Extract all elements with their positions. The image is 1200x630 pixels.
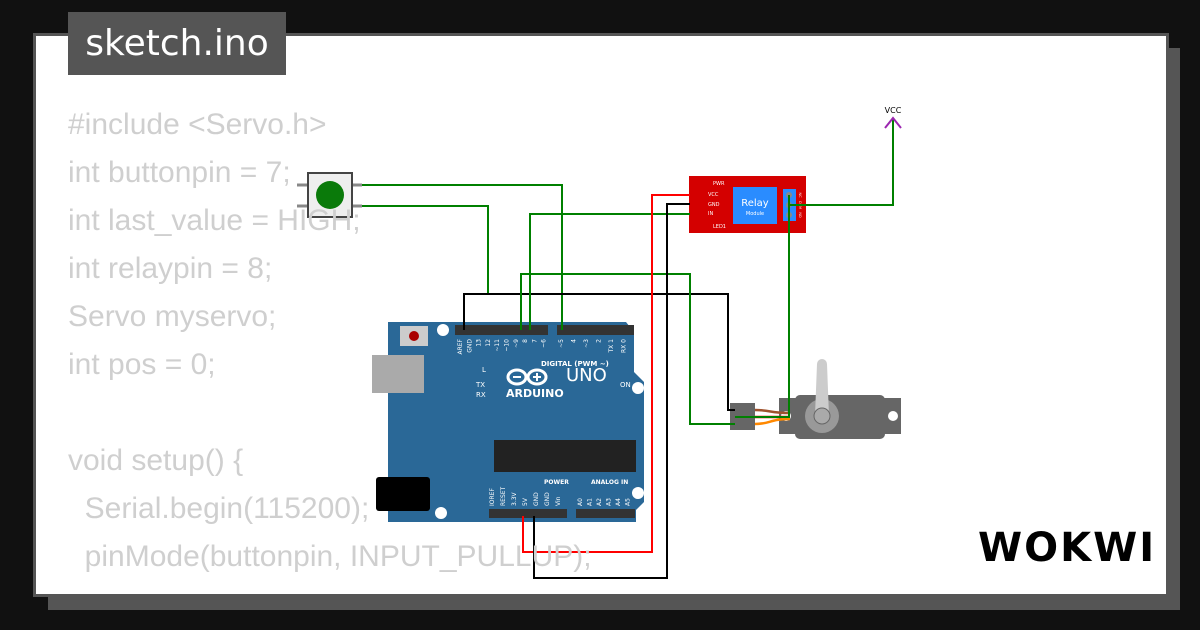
relay-terminal-no: NO [798, 212, 802, 218]
led-tx: TX [475, 381, 485, 389]
pin-label: 2 [596, 339, 603, 343]
pin-label: ~11 [494, 339, 501, 352]
pin-label: A1 [587, 498, 594, 506]
uno-label: UNO [566, 365, 607, 386]
wire-pin9-servo-signal [520, 273, 735, 425]
wire-relay-vcc [522, 194, 690, 553]
relay-led-pwr: PWR [713, 181, 725, 187]
wires [362, 116, 902, 579]
pin-label: ~10 [504, 339, 511, 352]
pin-label: A5 [625, 498, 632, 506]
pin-label: A2 [596, 498, 603, 506]
vcc-label: VCC [885, 106, 902, 115]
pin-label: RESET [500, 486, 507, 506]
pin-label: 4 [571, 339, 578, 343]
pin-label: ~3 [583, 339, 590, 348]
wire-relay-gnd [533, 203, 690, 579]
relay-pin-in: IN [708, 211, 713, 217]
digital-label: DIGITAL (PWM ~) [541, 360, 609, 368]
pin-label: 7 [531, 339, 538, 343]
wire-button-gnd [362, 205, 489, 294]
pin-label: 5V [522, 497, 529, 506]
header-analog [576, 509, 635, 518]
pin-label: ~6 [541, 339, 548, 348]
chip [494, 440, 636, 472]
power-jack [376, 477, 430, 511]
relay-subtitle: Module [746, 211, 764, 217]
pushbutton[interactable] [297, 172, 362, 218]
header-power [489, 509, 567, 518]
arduino-brand: ARDUINO [506, 387, 564, 400]
wire-relay-com-vcc [789, 118, 894, 206]
wire-pin8-relay-in [529, 213, 690, 330]
pin-label: AREF [457, 338, 464, 354]
pin-label: GND [533, 492, 540, 506]
analog-label: ANALOG IN [591, 479, 628, 486]
pin-label: Vin [555, 496, 562, 506]
wokwi-logo: WOKWI [978, 525, 1157, 571]
pin-label: IOREF [489, 488, 496, 506]
wire-relay-no-servo [735, 195, 790, 418]
relay-pin-gnd: GND [708, 202, 720, 208]
wire-button-pin7 [362, 184, 563, 330]
led-rx: RX [476, 391, 486, 399]
power-label: POWER [544, 479, 569, 486]
pin-label: A4 [615, 498, 622, 506]
pin-label: 12 [485, 339, 492, 347]
relay-terminal-nc: NC [798, 192, 802, 198]
file-tab[interactable]: sketch.ino [68, 12, 286, 75]
arduino-logo-icon [506, 368, 548, 386]
header-top-left [455, 325, 548, 335]
relay-pin-vcc: VCC [708, 192, 719, 198]
pin-label: TX 1 [608, 339, 615, 354]
usb-port [372, 355, 424, 393]
vcc-arrow-icon [884, 116, 902, 129]
pin-label: ~9 [513, 339, 520, 348]
relay-title: Relay [741, 198, 769, 209]
pin-label: A3 [606, 498, 613, 506]
pin-label: GND [466, 339, 473, 353]
pin-label: RX 0 [621, 339, 628, 353]
servo-motor[interactable] [730, 359, 901, 439]
led-on: ON [620, 381, 631, 389]
pin-label: 8 [522, 339, 529, 343]
pin-label: 13 [476, 339, 483, 347]
led-l: L [482, 366, 486, 374]
header-top-right [557, 325, 634, 335]
wire-gnd-servo [463, 293, 735, 411]
pin-label: 3.3V [511, 491, 518, 506]
pin-label: GND [544, 492, 551, 506]
pin-label: A0 [577, 498, 584, 506]
pin-label: ~5 [558, 339, 565, 348]
relay-led1: LED1 [713, 224, 726, 230]
